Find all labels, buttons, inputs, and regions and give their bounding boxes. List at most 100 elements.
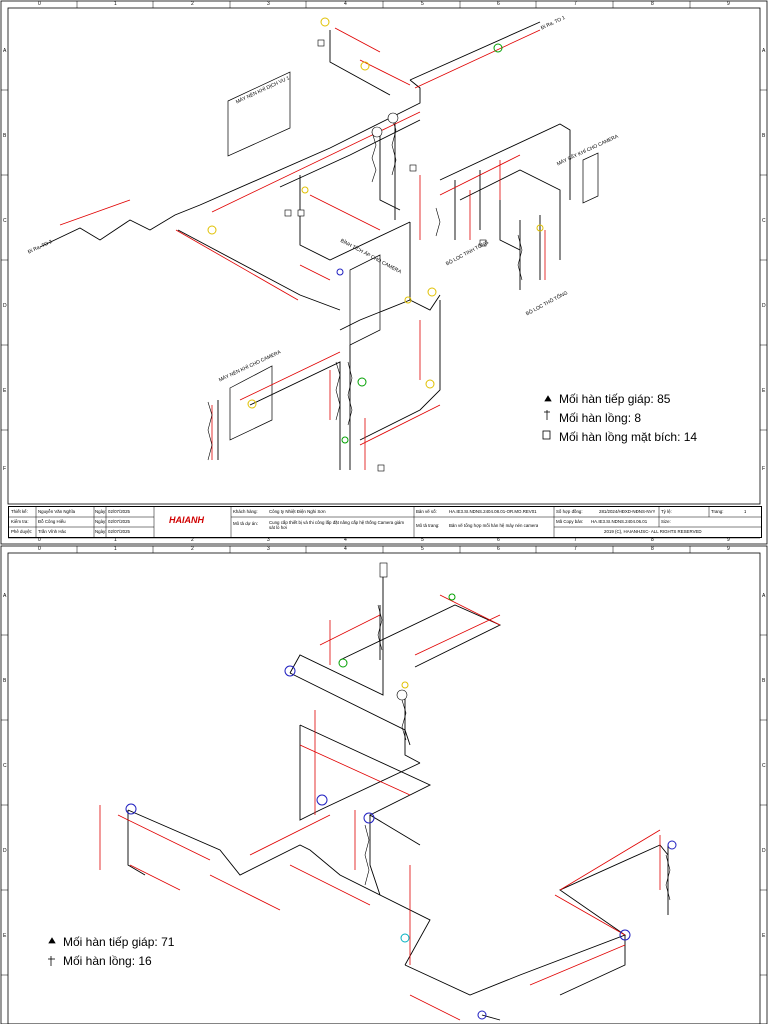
- grid-col-5: 5: [421, 1, 424, 7]
- legend-text: Mối hàn lồng: 8: [559, 410, 642, 425]
- grid-col-2: 2: [191, 546, 194, 552]
- grid-col-3: 3: [267, 546, 270, 552]
- grid-row-e: E: [3, 388, 7, 394]
- grid-row-d-right: D: [762, 303, 766, 309]
- checker-name: Đỗ Công Hiếu: [38, 519, 66, 524]
- date-label-1: Ngày:: [95, 509, 107, 514]
- grid-col-8: 8: [651, 546, 654, 552]
- legend-row-flange-socket-weld: Mối hàn lồng mặt bích: 14: [541, 427, 697, 446]
- grid-col-6-bottom: 6: [497, 537, 500, 543]
- dimension-lines-sheet2: [99, 594, 661, 1021]
- date-checker: 02/07/2025: [108, 519, 130, 524]
- grid-col-1: 1: [114, 546, 117, 552]
- grid-col-3: 3: [267, 1, 270, 7]
- size-label: Size:: [661, 519, 671, 524]
- grid-row-c-right: C: [762, 218, 766, 224]
- grid-col-4-bottom: 4: [344, 537, 347, 543]
- grid-col-6: 6: [497, 1, 500, 7]
- drawing-no: HA.IE3.SI.NDNS.2404.08.01-OR.MO.REV01: [449, 509, 537, 514]
- grid-row-e-right: E: [762, 933, 766, 939]
- approver-label: Phê duyệt:: [11, 529, 32, 534]
- designer-name: Nguyễn Văn Nghĩa: [38, 509, 76, 514]
- tank-box: [349, 254, 381, 346]
- grid-col-9: 9: [727, 546, 730, 552]
- client-label: Khách hàng:: [233, 509, 258, 514]
- grid-col-9: 9: [727, 1, 730, 7]
- grid-row-e-right: E: [762, 388, 766, 394]
- grid-col-4: 4: [344, 1, 347, 7]
- company-logo: HAIANH: [169, 515, 204, 525]
- legend-text: Mối hàn tiếp giáp: 85: [559, 391, 671, 406]
- drawing-no-label: Bản vẽ số:: [416, 509, 437, 514]
- copyright: 2019 (C), HAIANHJSC- ALL RIGHTS RESERVED: [604, 529, 702, 534]
- sheet-1-drawing: [0, 0, 768, 545]
- grid-col-8-bottom: 8: [651, 537, 654, 543]
- date-label-2: Ngày:: [95, 519, 107, 524]
- grid-row-d-right: D: [762, 848, 766, 854]
- legend-text: Mối hàn tiếp giáp: 71: [63, 934, 175, 949]
- weld-markers-sheet2: [125, 593, 677, 1020]
- legend-row-butt-weld: Mối hàn tiếp giáp: 85: [541, 389, 697, 408]
- page-desc: Bản vẽ tổng hợp mối hàn hệ máy nén camer…: [449, 523, 539, 528]
- grid-col-0: 0: [38, 1, 41, 7]
- dryer-box: [582, 152, 599, 204]
- project-label: Mô tả dự án:: [233, 521, 258, 526]
- grid-row-f-right: F: [762, 466, 766, 472]
- grid-col-1: 1: [114, 1, 117, 7]
- checker-label: Kiểm tra:: [11, 519, 29, 524]
- contract-no: 281/2024/HĐXD-NĐNS-NVY: [599, 509, 656, 514]
- ratio-label: Tỷ lệ:: [661, 509, 672, 514]
- approver-name: Trần Vĩnh Hảo: [38, 529, 67, 534]
- grid-row-e: E: [3, 933, 7, 939]
- grid-col-7: 7: [574, 546, 577, 552]
- contract-label: Số hợp đồng:: [556, 509, 583, 514]
- grid-col-7-bottom: 7: [574, 537, 577, 543]
- grid-col-0-bottom: 0: [38, 537, 41, 543]
- grid-col-0: 0: [38, 546, 41, 552]
- doc-label: Mã Copy bản:: [556, 519, 584, 524]
- grid-row-b: B: [3, 133, 7, 139]
- legend-row-socket-weld: Mối hàn lồng: 8: [541, 408, 697, 427]
- grid-row-f: F: [3, 466, 7, 472]
- grid-row-c-right: C: [762, 763, 766, 769]
- grid-row-b-right: B: [762, 133, 766, 139]
- weld-legend-sheet2: Mối hàn tiếp giáp: 71 Mối hàn lồng: 16: [45, 932, 174, 970]
- grid-row-a-right: A: [762, 48, 766, 54]
- compressor-1-box: [227, 71, 291, 157]
- legend-text: Mối hàn lồng mặt bích: 14: [559, 429, 698, 444]
- grid-col-1-bottom: 1: [114, 537, 117, 543]
- grid-col-8: 8: [651, 1, 654, 7]
- weld-legend-sheet1: Mối hàn tiếp giáp: 85 Mối hàn lồng: 8 Mố…: [541, 389, 697, 446]
- title-block: Thiết kế: Nguyễn Văn Nghĩa Kiểm tra: Đỗ …: [8, 506, 762, 538]
- camera-compressor-box: [229, 365, 273, 441]
- grid-col-5-bottom: 5: [421, 537, 424, 543]
- grid-col-4: 4: [344, 546, 347, 552]
- drawing-sheet-1: 0 1 2 3 4 5 6 7 8 9 0 1 2 3 4 5 6 7 8 9 …: [0, 0, 768, 545]
- grid-row-b: B: [3, 678, 7, 684]
- grid-row-d: D: [3, 303, 7, 309]
- date-designer: 02/07/2025: [108, 509, 130, 514]
- pipe-route-sheet2: [127, 570, 669, 1021]
- date-approver: 02/07/2025: [108, 529, 130, 534]
- legend-row-butt-weld: Mối hàn tiếp giáp: 71: [45, 932, 174, 951]
- page-label: Trang:: [711, 509, 724, 514]
- project-desc: Cung cấp thiết bị và thi công lắp đặt nâ…: [269, 520, 404, 530]
- pipe-route-sheet1: [39, 21, 571, 470]
- grid-col-2-bottom: 2: [191, 537, 194, 543]
- grid-row-c: C: [3, 763, 7, 769]
- grid-col-5: 5: [421, 546, 424, 552]
- grid-row-a-right: A: [762, 593, 766, 599]
- grid-col-3-bottom: 3: [267, 537, 270, 543]
- drawing-sheet-2: 0 1 2 3 4 5 6 7 8 9 A B C D E A B C D E …: [0, 545, 768, 1024]
- grid-row-b-right: B: [762, 678, 766, 684]
- page-number: 1: [744, 509, 747, 514]
- grid-row-c: C: [3, 218, 7, 224]
- grid-col-6: 6: [497, 546, 500, 552]
- legend-row-socket-weld: Mối hàn lồng: 16: [45, 951, 174, 970]
- weld-markers-sheet1: [207, 17, 544, 444]
- grid-col-7: 7: [574, 1, 577, 7]
- date-label-3: Ngày:: [95, 529, 107, 534]
- grid-col-9-bottom: 9: [727, 537, 730, 543]
- sheet-2-drawing: [0, 545, 768, 1024]
- doc-no: HA.IE3.SI.NDNS.2404.06.01: [591, 519, 648, 524]
